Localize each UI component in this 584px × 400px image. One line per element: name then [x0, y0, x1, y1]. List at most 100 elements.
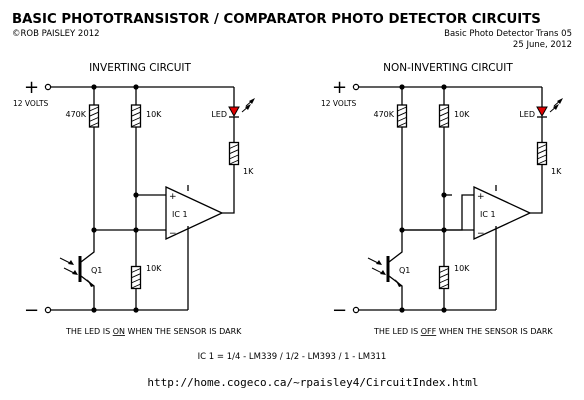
resistor-hatch [439, 122, 449, 128]
resistor-hatch [397, 111, 407, 117]
emitter-lead [80, 275, 95, 310]
positive-terminal: + [332, 77, 347, 98]
divider-top-value: 10K [454, 110, 470, 119]
caption-prefix: THE LED IS [65, 327, 113, 336]
copyright-text: ©ROB PAISLEY 2012 [12, 29, 100, 39]
led-label: LED [211, 110, 227, 119]
resistor-hatch [397, 122, 407, 128]
sensor-resistor-value: 470K [65, 110, 86, 119]
resistor-hatch [131, 106, 141, 112]
resistor-hatch [131, 273, 141, 279]
document-date: 25 June, 2012 [513, 40, 572, 50]
divider-bottom-value: 10K [146, 264, 162, 273]
resistor-hatch [131, 268, 141, 273]
junction-dot [133, 227, 139, 233]
resistor-hatch [131, 116, 141, 122]
comparator-ic1: IC 1+− [473, 185, 532, 241]
divider-top-value: 10K [146, 110, 162, 119]
plus-input-wire [402, 194, 474, 231]
resistor-hatch [439, 273, 449, 279]
caption-suffix: WHEN THE SENSOR IS DARK [436, 327, 553, 336]
plus-input-sign: + [169, 192, 177, 202]
phototransistor-q1: Q1 [59, 230, 102, 310]
comparator-triangle [473, 185, 532, 241]
plus-input-sign: + [477, 192, 485, 202]
emitter-lead [388, 275, 403, 310]
negative-terminal: − [24, 300, 39, 321]
led-resistor-value: 1K [551, 167, 562, 176]
inverting-circuit: INVERTING CIRCUIT +12 VOLTS − 470K 10K 10K Q1 I… [13, 62, 255, 336]
resistor-hatch [131, 122, 141, 128]
resistor-hatch [229, 149, 239, 155]
comparator-triangle [165, 185, 224, 241]
comparator-ic1: IC 1 + − [165, 185, 224, 241]
phototransistor-q1: Q1 [367, 230, 410, 310]
transistor-label: Q1 [91, 266, 102, 275]
document-name: Basic Photo Detector Trans 05 [444, 29, 572, 39]
emission-arrowhead [553, 104, 559, 110]
resistor-hatch [397, 116, 407, 122]
resistor-hatch [439, 278, 449, 284]
led-state-caption: THE LED IS OFF WHEN THE SENSOR IS DARK [373, 327, 553, 336]
led-state-caption: THE LED IS ON WHEN THE SENSOR IS DARK [65, 327, 242, 336]
output-wire [222, 190, 235, 214]
led-indicator: LED [211, 87, 255, 119]
divider-bottom-value: 10K [454, 264, 470, 273]
led-resistor-value: 1K [243, 167, 254, 176]
terminal-circle [352, 83, 360, 91]
sensor-resistor-value: 470K [373, 110, 394, 119]
resistor-hatch [537, 144, 547, 149]
resistor-hatch [131, 111, 141, 117]
ic-note: IC 1 = 1/4 - LM339 / 1/2 - LM393 / 1 - L… [198, 352, 387, 362]
resistor-hatch [89, 116, 99, 122]
terminal-circle [44, 306, 52, 314]
resistor-hatch [439, 116, 449, 122]
sensor-resistor [88, 87, 100, 145]
resistor-hatch [131, 278, 141, 284]
circuit-title: INVERTING CIRCUIT [89, 62, 191, 74]
caption-suffix: WHEN THE SENSOR IS DARK [125, 327, 242, 336]
resistor-hatch [131, 283, 141, 289]
output-wire [530, 190, 543, 214]
led-label: LED [519, 110, 535, 119]
emission-arrowhead [557, 98, 563, 104]
negative-terminal: − [332, 300, 347, 321]
transistor-label: Q1 [399, 266, 410, 275]
collector-lead [80, 230, 95, 263]
resistor-hatch [439, 111, 449, 117]
supply-voltage-label: 12 VOLTS [321, 99, 357, 108]
caption-state: ON [113, 327, 125, 336]
resistor-hatch [229, 144, 239, 149]
page-title: BASIC PHOTOTRANSISTOR / COMPARATOR PHOTO… [12, 12, 541, 27]
divider-top-resistor [130, 87, 142, 145]
led-series-resistor [536, 117, 548, 190]
ic-label: IC 1 [172, 210, 188, 219]
circuit-title: NON-INVERTING CIRCUIT [383, 62, 513, 74]
sensor-resistor [396, 87, 408, 145]
resistor-hatch [89, 106, 99, 112]
emitter-arrow [87, 279, 94, 287]
circuit-index-url[interactable]: http://home.cogeco.ca/~rpaisley4/Circuit… [147, 376, 478, 389]
resistor-hatch [439, 283, 449, 289]
terminal-circle [44, 83, 52, 91]
emitter-arrow [395, 279, 402, 287]
divider-top-resistor [438, 87, 450, 145]
terminal-circle [352, 306, 360, 314]
resistor-hatch [89, 111, 99, 117]
resistor-hatch [397, 106, 407, 112]
led-series-resistor [228, 117, 240, 190]
supply-voltage-label: 12 VOLTS [13, 99, 49, 108]
light-arrowhead [376, 260, 382, 265]
minus-input-sign: − [169, 229, 177, 239]
emission-arrowhead [245, 104, 251, 110]
resistor-hatch [537, 159, 547, 165]
divider-bottom-resistor [130, 245, 142, 310]
light-arrowhead [68, 260, 74, 265]
collector-lead [388, 230, 403, 263]
resistor-hatch [229, 159, 239, 165]
resistor-hatch [439, 106, 449, 112]
ic-label: IC 1 [480, 210, 496, 219]
light-arrowhead [380, 270, 386, 275]
